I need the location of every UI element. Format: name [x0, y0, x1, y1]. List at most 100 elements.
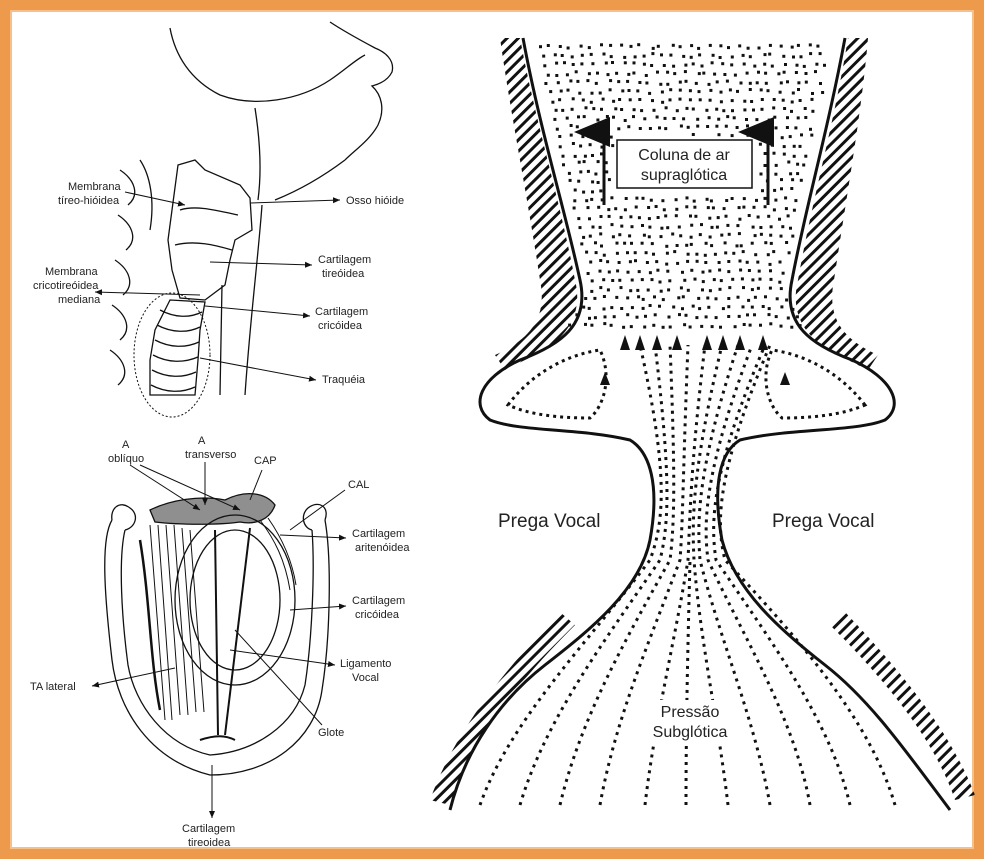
label-membrana-crico-2: cricotireóidea — [33, 280, 99, 292]
stipple-dot — [567, 47, 570, 50]
stipple-dot — [706, 297, 709, 300]
stipple-dot — [770, 242, 773, 245]
stipple-dot — [555, 109, 558, 112]
stipple-dot — [579, 145, 582, 148]
stipple-dot — [672, 65, 675, 68]
stipple-dot — [582, 99, 585, 102]
stipple-dot — [690, 56, 693, 59]
stipple-dot — [769, 263, 772, 266]
stipple-dot — [803, 65, 806, 68]
stipple-dot — [566, 117, 569, 120]
stipple-dot — [725, 215, 728, 218]
stipple-dot — [764, 53, 767, 56]
stipple-dot — [720, 234, 723, 237]
stipple-dot — [658, 126, 661, 129]
stipple-dot — [631, 279, 634, 282]
stipple-dot — [635, 197, 638, 200]
stipple-dot — [709, 89, 712, 92]
stipple-dot — [743, 63, 746, 66]
stipple-dot — [642, 307, 645, 310]
thyroid-cartilage — [168, 160, 252, 300]
stipple-dot — [773, 116, 776, 119]
stipple-dot — [745, 118, 748, 121]
stipple-dot — [698, 90, 701, 93]
stipple-dot — [793, 145, 796, 148]
stipple-dot — [708, 217, 711, 220]
stipple-dot — [607, 73, 610, 76]
stipple-dot — [726, 224, 729, 227]
stipple-dot — [675, 208, 678, 211]
stipple-dot — [736, 244, 739, 247]
stipple-dot — [686, 196, 689, 199]
stipple-dot — [656, 71, 659, 74]
stipple-dot — [755, 118, 758, 121]
stipple-dot — [676, 109, 679, 112]
stipple-dot — [678, 226, 681, 229]
label-cart-cricoidea-bl-1: Cartilagem — [352, 595, 405, 607]
stipple-dot — [793, 155, 796, 158]
stipple-dot — [781, 225, 784, 228]
stipple-dot — [716, 226, 719, 229]
stipple-dot — [707, 306, 710, 309]
stipple-dot — [638, 98, 641, 101]
stipple-dot — [620, 108, 623, 111]
stipple-dot — [630, 45, 633, 48]
stipple-dot — [558, 135, 561, 138]
stipple-dot — [664, 117, 667, 120]
stipple-dot — [603, 295, 606, 298]
stipple-dot — [556, 128, 559, 131]
stipple-dot — [773, 98, 776, 101]
neck-front — [275, 160, 345, 200]
stipple-dot — [636, 289, 639, 292]
stipple-dot — [752, 226, 755, 229]
stipple-dot — [672, 44, 675, 47]
stipple-dot — [696, 125, 699, 128]
stipple-dot — [765, 82, 768, 85]
stipple-dot — [618, 261, 621, 264]
stipple-dot — [653, 295, 656, 298]
stipple-dot — [780, 235, 783, 238]
stipple-dot — [698, 307, 701, 310]
stipple-dot — [746, 72, 749, 75]
stipple-dot — [757, 287, 760, 290]
label-cart-tireoidea-2: tireóidea — [322, 268, 365, 280]
stipple-dot — [682, 295, 685, 298]
stipple-dot — [779, 91, 782, 94]
stipple-dot — [753, 313, 756, 316]
stipple-dot — [648, 92, 651, 95]
stipple-dot — [577, 180, 580, 183]
stipple-dot — [573, 199, 576, 202]
stipple-dot — [739, 269, 742, 272]
stipple-dot — [582, 306, 585, 309]
stipple-dot — [630, 242, 633, 245]
stipple-dot — [693, 206, 696, 209]
stipple-dot — [642, 298, 645, 301]
label-cart-tireoidea-1: Cartilagem — [318, 254, 371, 266]
stipple-dot — [711, 226, 714, 229]
stipple-dot — [661, 101, 664, 104]
stipple-dot — [610, 55, 613, 58]
stipple-dot — [749, 88, 752, 91]
stipple-dot — [567, 89, 570, 92]
stipple-dot — [730, 63, 733, 66]
stipple-dot — [596, 119, 599, 122]
stipple-dot — [723, 207, 726, 210]
stipple-dot — [651, 278, 654, 281]
stipple-dot — [804, 155, 807, 158]
stipple-dot — [784, 63, 787, 66]
label-membrana-tireo-1: Membrana — [68, 181, 121, 193]
stipple-dot — [811, 92, 814, 95]
label-ligamento-vocal-1: Ligamento — [340, 658, 391, 670]
stipple-dot — [705, 109, 708, 112]
stipple-dot — [773, 208, 776, 211]
stipple-dot — [725, 125, 728, 128]
stipple-dot — [562, 163, 565, 166]
stipple-dot — [659, 281, 662, 284]
stipple-dot — [751, 242, 754, 245]
stipple-dot — [756, 261, 759, 264]
stipple-dot — [679, 45, 682, 48]
stipple-dot — [764, 164, 767, 167]
stipple-dot — [724, 251, 727, 254]
stipple-dot — [575, 70, 578, 73]
stipple-dot — [776, 297, 779, 300]
